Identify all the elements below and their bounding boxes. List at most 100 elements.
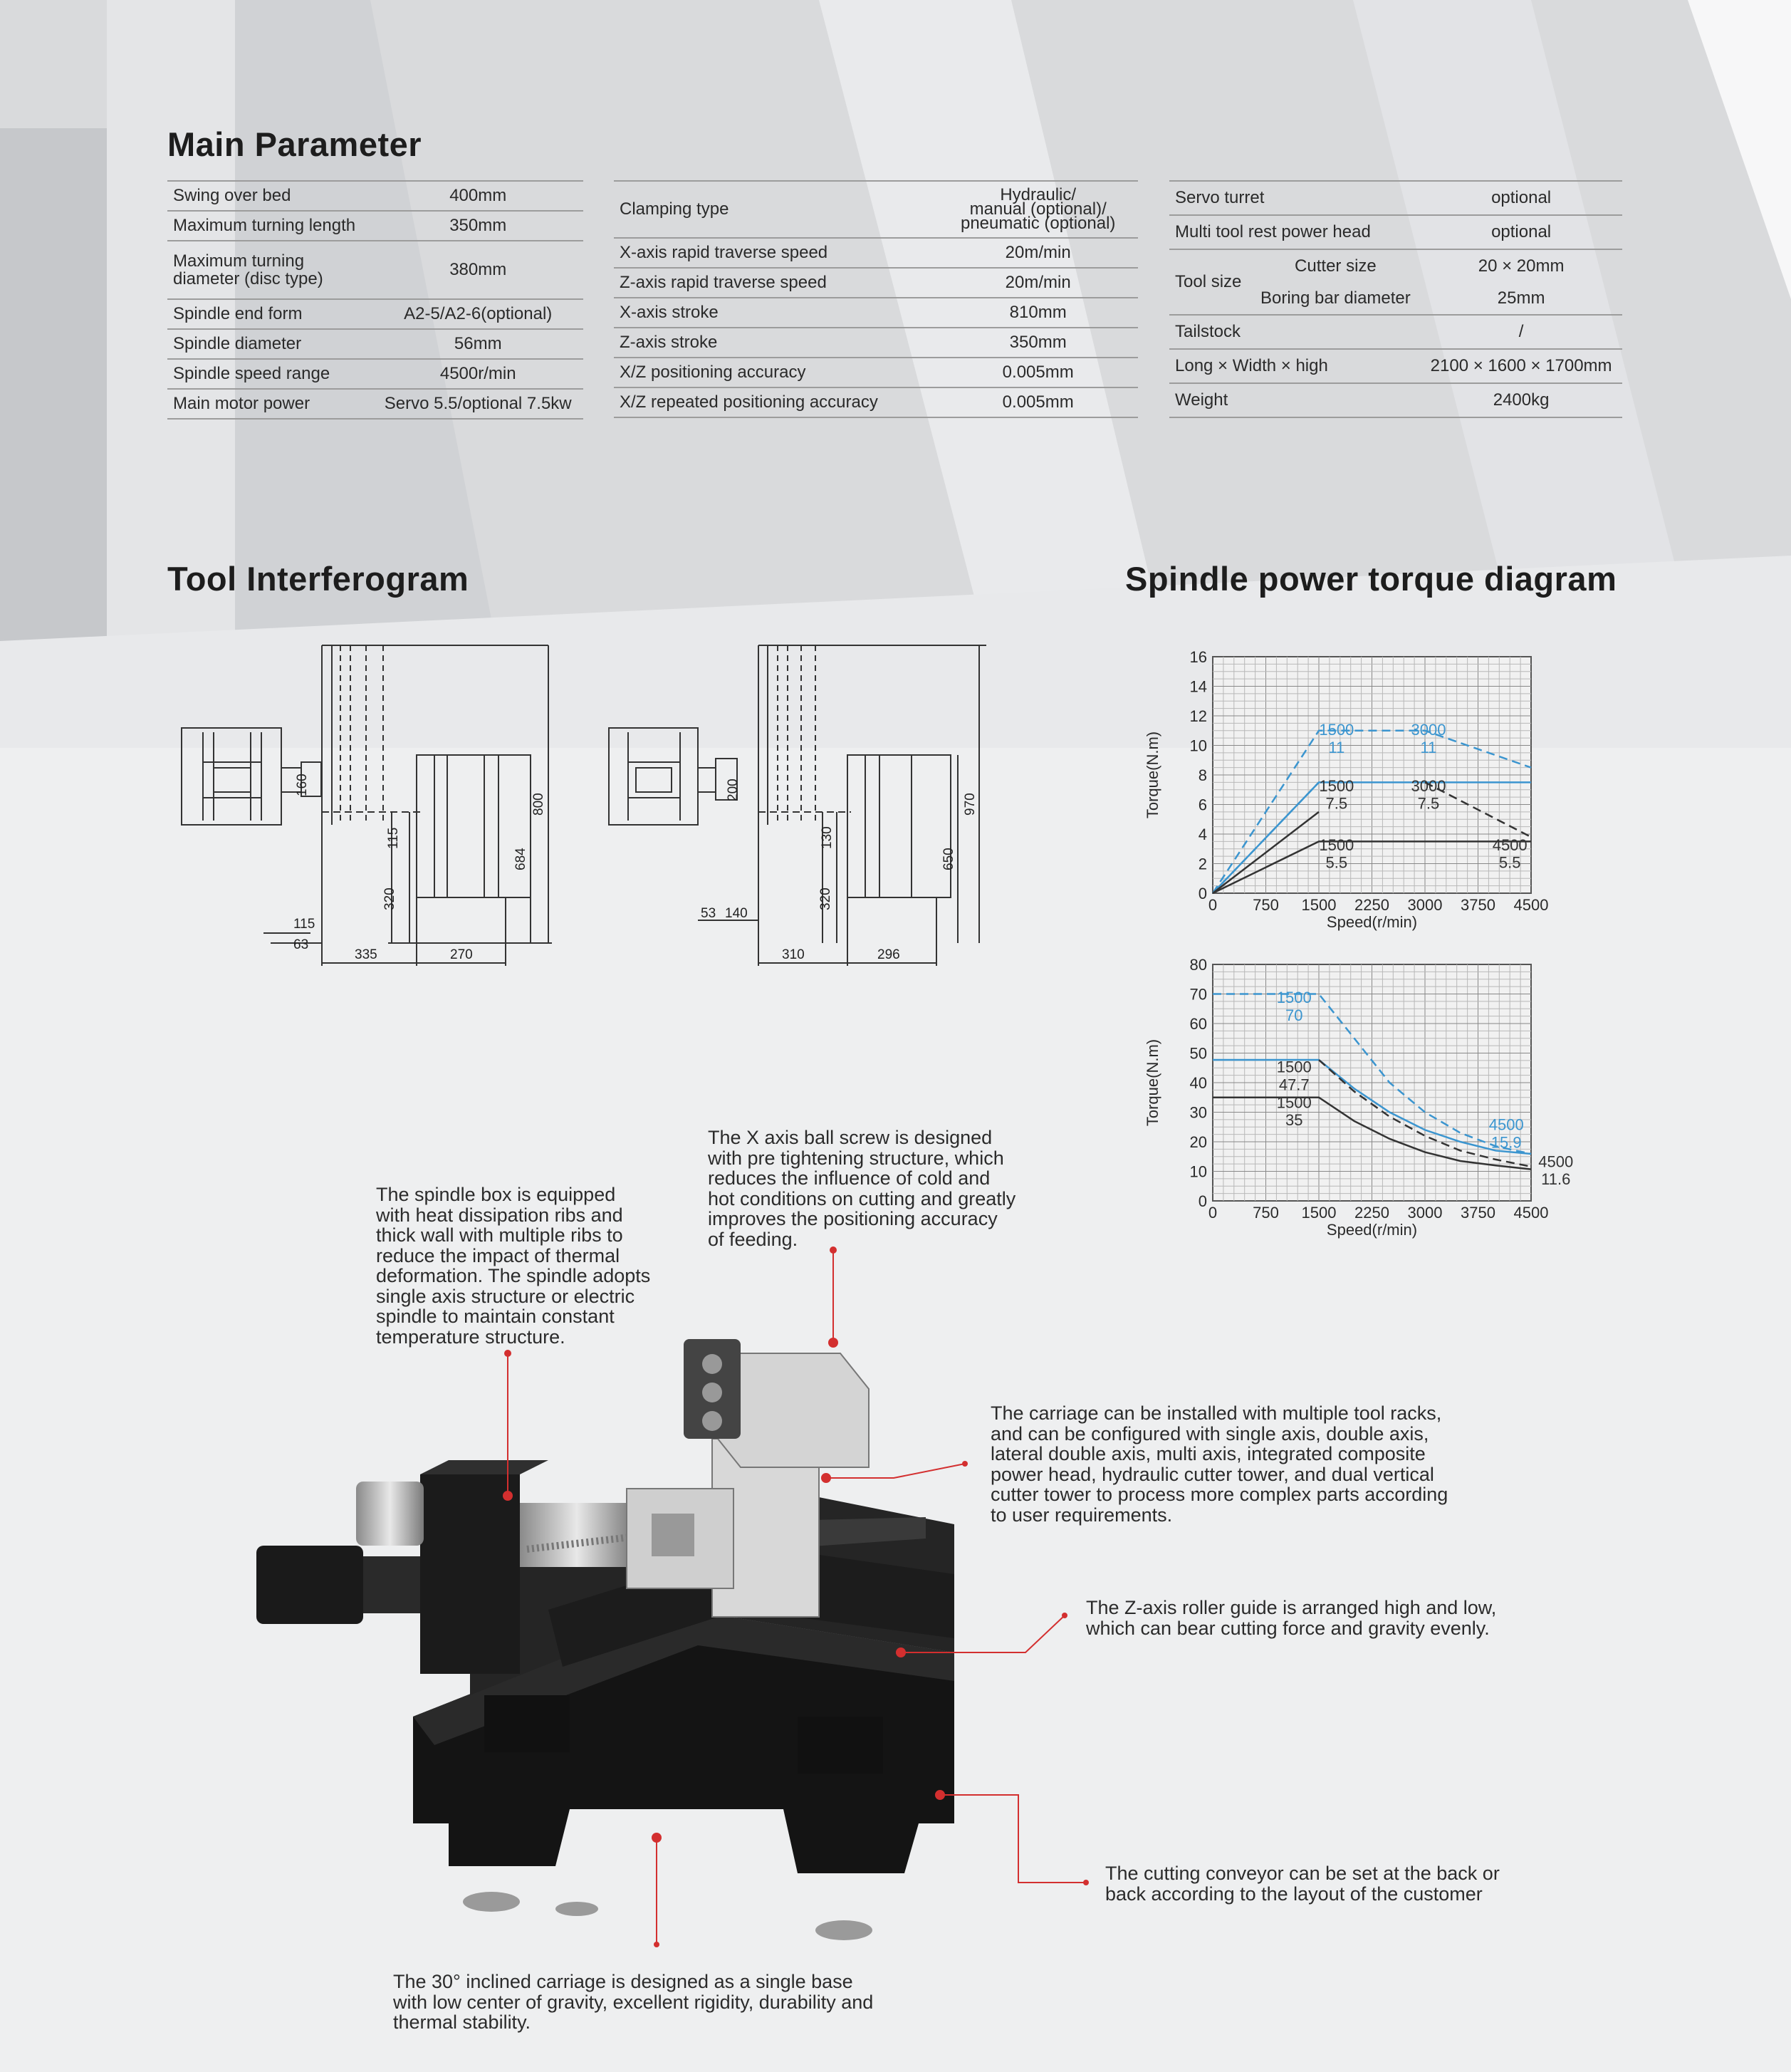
- param-sublabel: Cutter size: [1295, 256, 1377, 276]
- param-label: X/Z positioning accuracy: [614, 358, 939, 388]
- param-value: 2400kg: [1420, 383, 1622, 418]
- main-parameter-title: Main Parameter: [167, 125, 422, 163]
- param-label: Tailstock: [1169, 315, 1421, 350]
- table-row: Boring bar diameter 25mm: [1169, 282, 1622, 316]
- dim-335: 335: [355, 947, 377, 962]
- x-tick-label: 4500: [1514, 896, 1549, 914]
- series-line: [1318, 1059, 1532, 1168]
- table-row: Tailstock/: [1169, 315, 1622, 350]
- param-sublabel: Boring bar diameter: [1250, 282, 1421, 316]
- dim-160: 160: [295, 774, 310, 796]
- param-value: 2100 × 1600 × 1700mm: [1420, 349, 1622, 384]
- data-label: 35: [1285, 1111, 1302, 1129]
- data-label: 4500: [1538, 1152, 1573, 1170]
- dim-270: 270: [450, 947, 473, 962]
- data-label: 5.5: [1326, 854, 1348, 872]
- data-label: 3000: [1411, 721, 1446, 739]
- param-label: Spindle speed range: [167, 359, 373, 390]
- param-value: 0.005mm: [938, 358, 1138, 388]
- data-label: 7.5: [1326, 795, 1348, 813]
- chart-series: [1213, 993, 1532, 1170]
- y-tick-label: 50: [1190, 1045, 1207, 1063]
- dim-684: 684: [513, 848, 528, 870]
- y-tick-label: 30: [1190, 1104, 1207, 1122]
- data-label: 11.6: [1541, 1170, 1570, 1188]
- param-value: /: [1420, 315, 1622, 350]
- data-label: 1500: [1277, 1093, 1312, 1111]
- y-tick-label: 8: [1199, 766, 1207, 784]
- param-label: Long × Width × high: [1169, 349, 1421, 384]
- x-tick-label: 2250: [1354, 896, 1389, 914]
- x-tick-label: 3000: [1408, 896, 1443, 914]
- chart-grid: [1212, 656, 1532, 894]
- data-label: 4500: [1493, 836, 1528, 854]
- series-line: [1213, 993, 1532, 1155]
- y-tick-label: 20: [1190, 1133, 1207, 1151]
- y-tick-label: 60: [1190, 1015, 1207, 1033]
- x-tick-label: 750: [1253, 896, 1279, 914]
- x-tick-label: 0: [1208, 896, 1217, 914]
- param-value: 810mm: [938, 298, 1138, 328]
- dim-800: 800: [531, 793, 546, 816]
- y-tick-label: 4: [1199, 826, 1207, 843]
- dim-320: 320: [818, 887, 833, 910]
- param-value: 350mm: [372, 211, 583, 241]
- dim-115: 115: [386, 828, 401, 849]
- y-axis-label: Torque(N.m): [1144, 732, 1161, 818]
- data-label: 3000: [1411, 777, 1446, 795]
- y-tick-label: 80: [1190, 956, 1207, 974]
- y-tick-label: 70: [1190, 986, 1207, 1004]
- x-tick-label: 1500: [1302, 1204, 1337, 1222]
- param-label: X/Z repeated positioning accuracy: [614, 387, 939, 418]
- y-tick-label: 0: [1199, 885, 1207, 902]
- x-axis-label: Speed(r/min): [1327, 913, 1417, 931]
- param-label: Maximum turning diameter (disc type): [167, 241, 373, 300]
- series-line: [1212, 840, 1531, 895]
- dim-320: 320: [382, 887, 397, 910]
- param-label: Tool size: [1169, 249, 1251, 316]
- data-label: 1500: [1319, 777, 1354, 795]
- y-tick-label: 0: [1199, 1192, 1207, 1210]
- data-label: 4500: [1489, 1115, 1524, 1133]
- param-value: 20m/min: [938, 268, 1138, 298]
- note-ball-screw: The X axis ball screw is designed with p…: [708, 1127, 1016, 1250]
- x-tick-label: 2250: [1354, 1204, 1389, 1222]
- y-tick-label: 2: [1199, 855, 1207, 873]
- param-value: optional: [1420, 215, 1622, 250]
- param-label: Maximum turning length: [167, 211, 373, 241]
- chart-grid: [1212, 964, 1532, 1202]
- param-value: Servo 5.5/optional 7.5kw: [372, 389, 583, 420]
- x-tick-label: 750: [1253, 1204, 1279, 1222]
- series-line: [1424, 781, 1532, 838]
- interferogram-left: [181, 645, 552, 966]
- dim-130: 130: [820, 826, 835, 849]
- data-label: 11: [1328, 739, 1344, 756]
- note-conveyor: The cutting conveyor can be set at the b…: [1105, 1863, 1500, 1905]
- interferogram-right-dims: 200 130 320 650 970 53 140 310 296: [701, 779, 978, 962]
- param-label: Swing over bed: [167, 180, 373, 212]
- data-label: 7.5: [1418, 795, 1440, 813]
- note-spindle-box: The spindle box is equipped with heat di…: [376, 1184, 651, 1348]
- param-value: 4500r/min: [372, 359, 583, 390]
- data-label: 5.5: [1499, 854, 1521, 872]
- series-line: [1212, 781, 1320, 894]
- data-label: 47.7: [1279, 1076, 1310, 1093]
